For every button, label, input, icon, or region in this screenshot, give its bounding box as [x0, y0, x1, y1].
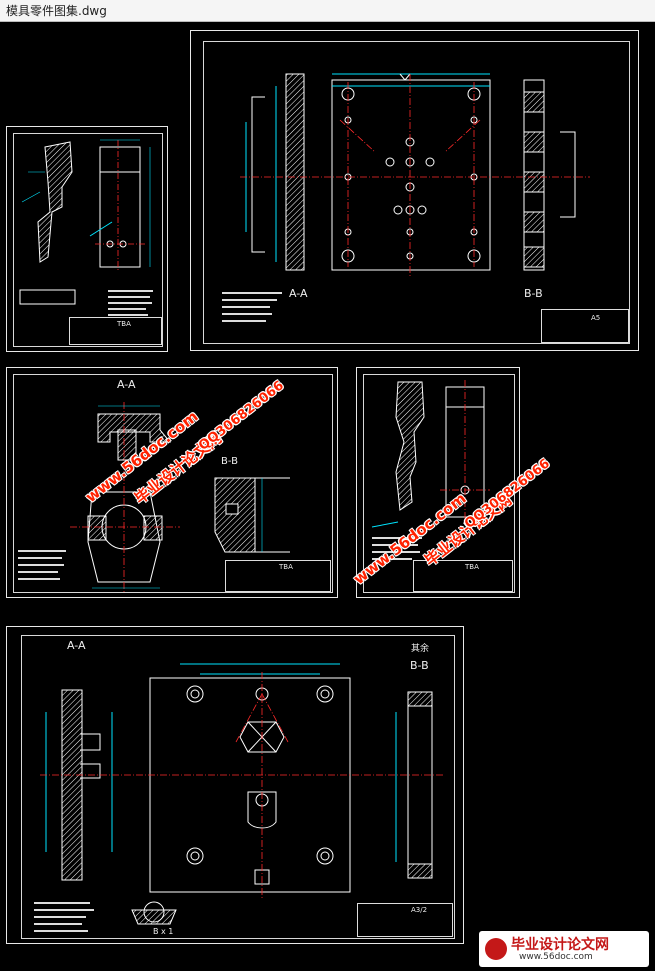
part-code-label: TBA — [279, 563, 293, 571]
bottom-notes — [34, 902, 94, 932]
section-label-b: B-B — [221, 456, 238, 467]
top-right-side-view-b — [523, 79, 576, 271]
sheet-bottom-border — [21, 635, 455, 939]
drawing-canvas[interactable]: TBA A-A B-B A5 A-A B-B TBA TBA A-A B-B 其… — [0, 22, 655, 971]
window-title-bar: 模具零件图集.dwg — [0, 0, 655, 22]
sheet-middle-right[interactable]: TBA — [356, 367, 520, 598]
middle-left-views — [87, 413, 290, 583]
title-block — [225, 560, 331, 592]
section-label-a: A-A — [117, 378, 136, 391]
sheet-middle-left-border — [13, 374, 333, 593]
title-block — [69, 317, 162, 345]
section-label-b: B-B — [410, 659, 429, 672]
sheet-top-right-border — [203, 41, 630, 344]
sheet-small-left[interactable]: TBA — [6, 126, 168, 352]
logo-text: 毕业设计论文网 — [511, 937, 609, 953]
bottom-plan-view — [149, 663, 351, 893]
sheet-middle-right-border — [363, 374, 515, 593]
part-code-label: TBA — [117, 320, 131, 328]
logo-url: www.56doc.com — [519, 952, 593, 962]
part-code-label: A3/2 — [411, 906, 428, 914]
window-title: 模具零件图集.dwg — [6, 4, 107, 18]
middle-left-notes — [18, 550, 66, 580]
small-left-notes — [108, 290, 153, 316]
logo-icon — [485, 938, 507, 960]
site-logo: 毕业设计论文网 www.56doc.com — [479, 931, 649, 967]
middle-right-notes — [372, 537, 422, 560]
sheet-small-left-border — [13, 133, 163, 347]
top-right-side-view-a — [245, 73, 305, 271]
small-left-views — [19, 141, 141, 305]
sheet-middle-left[interactable]: A-A B-B TBA — [6, 367, 338, 598]
section-label-a: A-A — [67, 639, 86, 652]
bottom-side-view-a — [45, 689, 113, 881]
bottom-side-view-b — [395, 691, 433, 879]
title-block — [541, 309, 629, 343]
cad-geometry — [18, 73, 590, 932]
part-code-label: A5 — [591, 314, 601, 322]
detail-label: B x 1 — [153, 927, 174, 936]
top-right-plan-view — [331, 73, 491, 271]
bottom-detail-view — [131, 901, 177, 925]
corner-note: 其余 — [411, 644, 430, 654]
title-block — [413, 560, 513, 592]
top-right-notes — [222, 292, 282, 322]
sheet-bottom[interactable]: A-A B-B 其余 B x 1 A3/2 — [6, 626, 464, 944]
part-code-label: TBA — [465, 563, 479, 571]
section-label-a: A-A — [289, 287, 308, 300]
sheet-top-right[interactable]: A-A B-B A5 — [190, 30, 639, 351]
section-label-b: B-B — [524, 287, 543, 300]
title-block — [357, 903, 453, 937]
